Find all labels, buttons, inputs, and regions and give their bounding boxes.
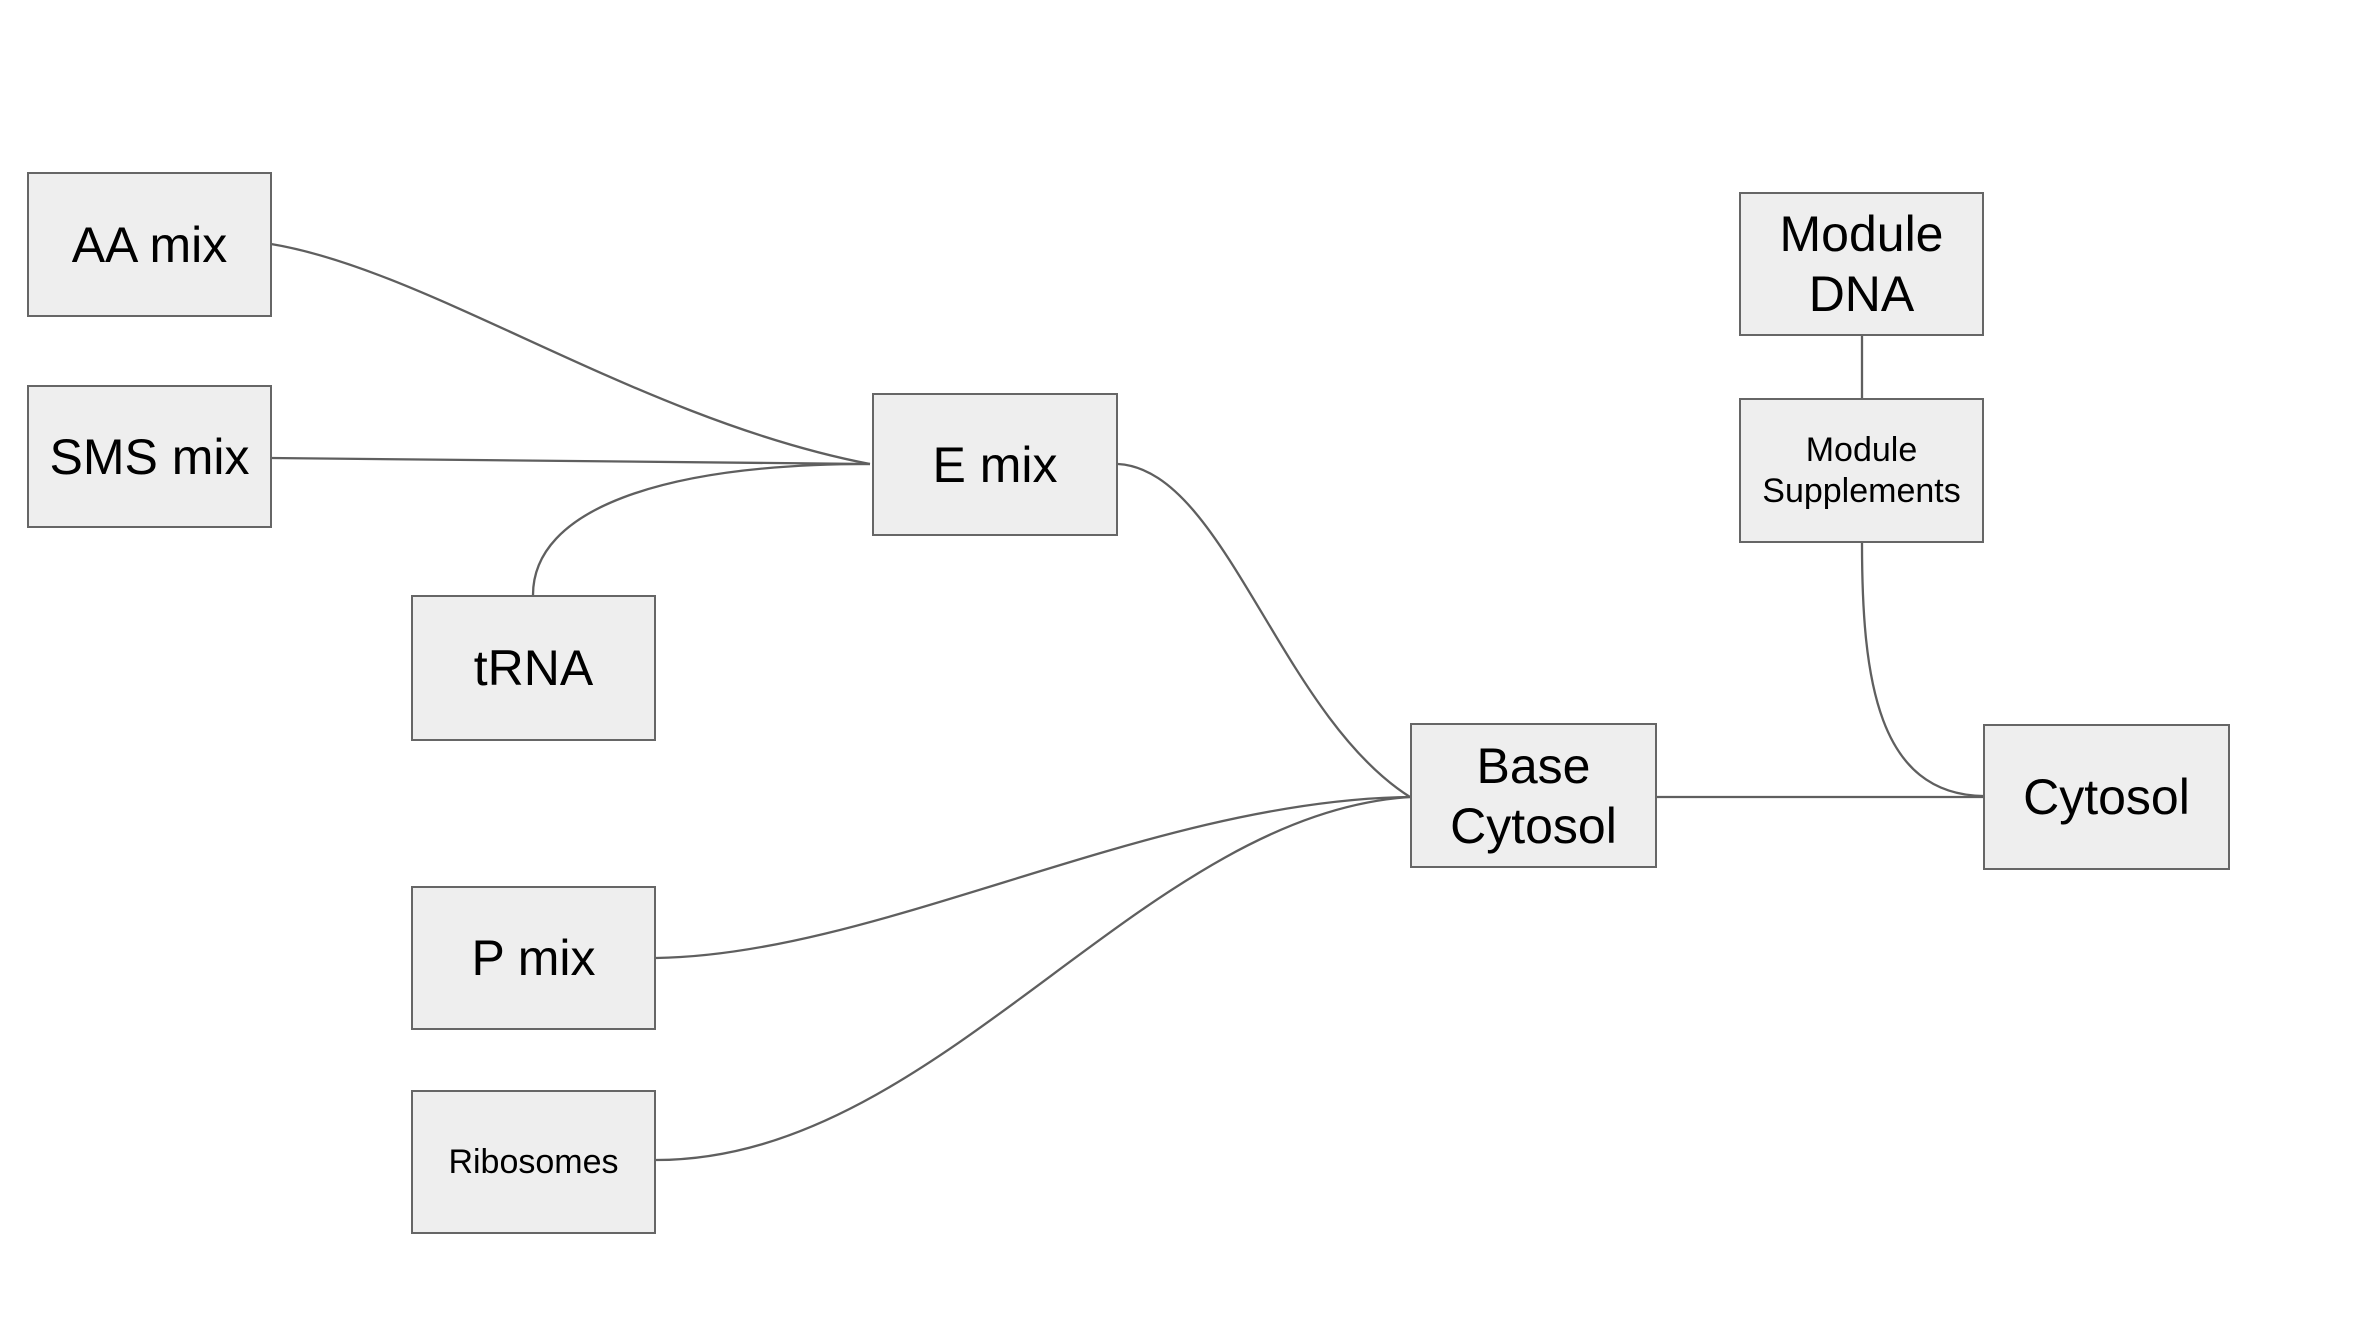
node-cytosol[interactable]: Cytosol [1983, 724, 2230, 870]
edge-trna-to-e-mix [531, 462, 871, 596]
node-module-dna[interactable]: Module DNA [1739, 192, 1984, 336]
node-trna[interactable]: tRNA [411, 595, 656, 741]
node-module-supplements[interactable]: Module Supplements [1739, 398, 1984, 543]
node-aa-mix-label: AA mix [71, 216, 228, 273]
edge-e-mix-to-base-cytosol [1117, 462, 1411, 798]
node-base-cytosol[interactable]: Base Cytosol [1410, 723, 1657, 868]
node-e-mix-label: E mix [932, 436, 1058, 493]
node-trna-label: tRNA [473, 640, 594, 696]
node-p-mix[interactable]: P mix [411, 886, 656, 1030]
node-ribosomes-label: Ribosomes [448, 1142, 619, 1181]
edge-ribosomes-to-base-cytosol [655, 795, 1411, 1162]
node-cytosol-label: Cytosol [2023, 769, 2190, 825]
edge-p-mix-to-base-cytosol [655, 795, 1411, 960]
node-base-cytosol-label: Base Cytosol [1450, 737, 1617, 854]
node-p-mix-label: P mix [471, 930, 596, 986]
edge-module-supplements-to-cytosol [1860, 542, 1984, 798]
node-module-supplements-label: Module Supplements [1762, 430, 1961, 510]
edge-aa-mix-to-e-mix [270, 242, 871, 466]
node-aa-mix[interactable]: AA mix [27, 172, 272, 317]
node-ribosomes[interactable]: Ribosomes [411, 1090, 656, 1234]
edge-sms-mix-to-e-mix [270, 456, 871, 466]
node-sms-mix[interactable]: SMS mix [27, 385, 272, 528]
node-sms-mix-label: SMS mix [49, 428, 250, 485]
node-e-mix[interactable]: E mix [872, 393, 1118, 536]
node-module-dna-label: Module DNA [1779, 206, 1944, 322]
